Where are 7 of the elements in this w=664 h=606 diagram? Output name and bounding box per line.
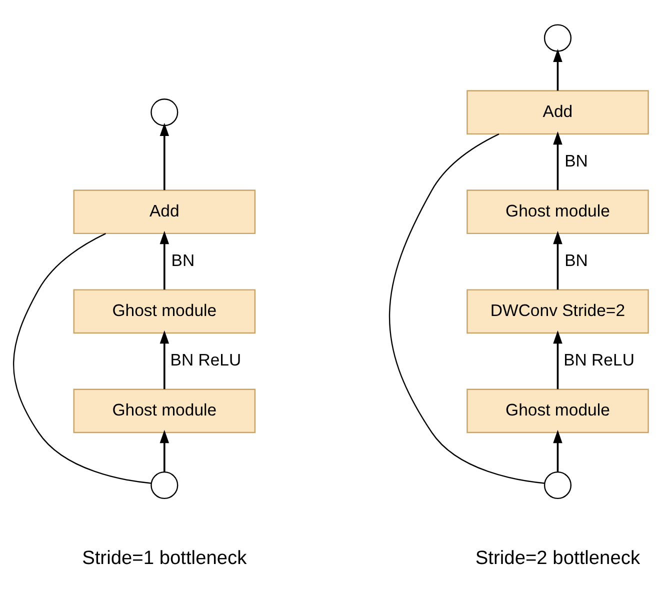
label: Stride=2 bottleneck — [475, 548, 640, 570]
edge-label: BN — [564, 152, 588, 171]
edge-label: BN — [564, 251, 588, 270]
edge-label: BN — [171, 251, 195, 270]
edge-label: BN ReLU — [170, 350, 242, 370]
label: Stride=1 bottleneck — [82, 548, 247, 570]
edge-label: BN ReLU — [564, 350, 634, 370]
